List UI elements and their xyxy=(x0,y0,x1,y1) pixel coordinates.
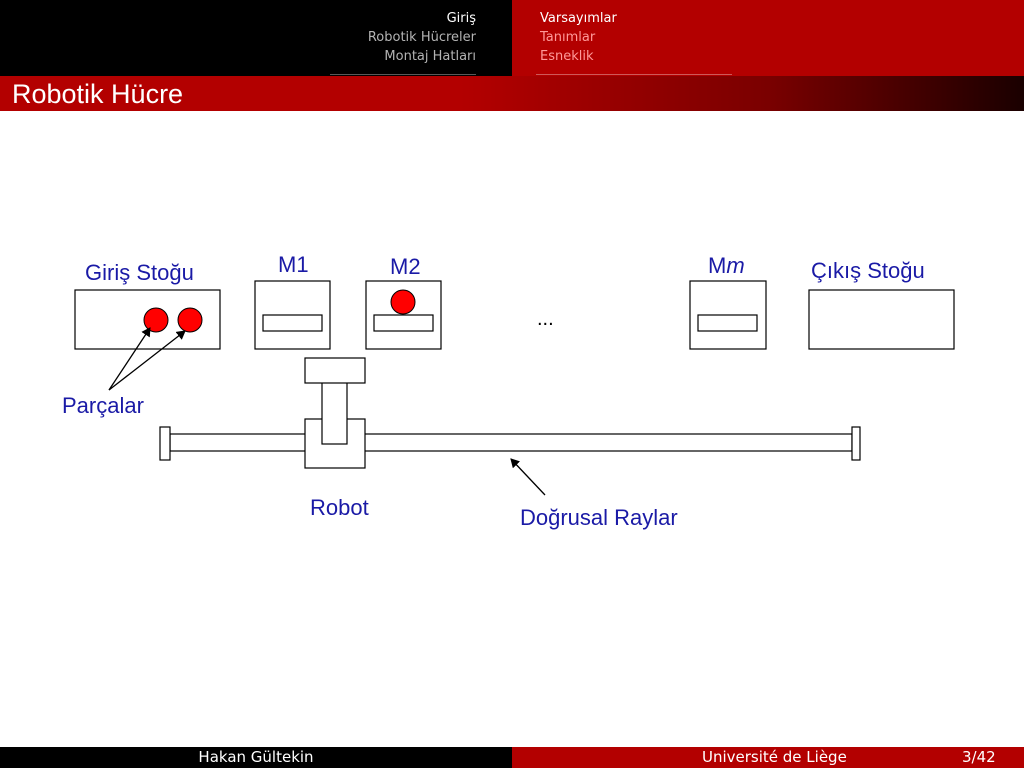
nav-divider xyxy=(330,74,476,75)
input-buffer-label: Giriş Stoğu xyxy=(85,260,194,285)
parts-label: Parçalar xyxy=(62,393,144,418)
rail-bar xyxy=(169,433,853,452)
ellipsis-label: ... xyxy=(537,308,554,330)
slide-title: Robotik Hücre xyxy=(12,79,184,109)
nav-section-montaj-hatlari[interactable]: Montaj Hatları xyxy=(384,49,476,64)
machine-m1-label: M1 xyxy=(278,252,309,277)
parts-arrow-left xyxy=(108,327,151,391)
nav-section-giris[interactable]: Giriş xyxy=(446,11,476,26)
nav-divider-right xyxy=(536,74,732,75)
footer-right: Université de Liège 3/42 xyxy=(512,747,1024,768)
footer: Hakan Gültekin Université de Liège 3/42 xyxy=(0,747,1024,768)
subsection-nav: Varsayımlar Tanımlar Esneklik xyxy=(512,0,1024,76)
parts-arrow-right xyxy=(108,330,186,391)
rail-end-stop-right xyxy=(851,426,861,461)
nav-subsection-tanimlar[interactable]: Tanımlar xyxy=(540,30,596,45)
rails-label: Doğrusal Raylar xyxy=(520,505,678,530)
machine-mm-slot xyxy=(697,314,758,332)
footer-left: Hakan Gültekin xyxy=(0,747,512,768)
robot-gripper xyxy=(304,357,366,384)
output-buffer-box xyxy=(808,289,955,350)
machine-m1-slot xyxy=(262,314,323,332)
section-nav: Giriş Robotik Hücreler Montaj Hatları xyxy=(0,0,512,76)
output-buffer-label: Çıkış Stoğu xyxy=(811,258,925,283)
rail-end-stop-left xyxy=(159,426,171,461)
part-circle xyxy=(177,307,203,333)
machine-m2-slot xyxy=(373,314,434,332)
machine-m2-label: M2 xyxy=(390,254,421,279)
footer-author: Hakan Gültekin xyxy=(198,748,314,766)
robot-label: Robot xyxy=(310,495,369,520)
nav-section-robotik-hucreler[interactable]: Robotik Hücreler xyxy=(367,30,476,45)
part-circle xyxy=(390,289,416,315)
header-navigation: Giriş Robotik Hücreler Montaj Hatları Va… xyxy=(0,0,1024,76)
nav-subsection-esneklik[interactable]: Esneklik xyxy=(540,49,594,64)
nav-subsection-varsayimlar[interactable]: Varsayımlar xyxy=(540,11,617,26)
robot xyxy=(304,357,366,469)
rails-arrow xyxy=(510,458,546,496)
robot-arm xyxy=(321,381,348,445)
linear-rails xyxy=(159,426,861,461)
part-circle xyxy=(143,307,169,333)
footer-page-number: 3/42 xyxy=(962,748,996,766)
footer-institution: Université de Liège xyxy=(702,748,847,766)
machine-mm-label: Mm xyxy=(708,253,745,278)
title-bar: Robotik Hücre xyxy=(0,76,1024,111)
